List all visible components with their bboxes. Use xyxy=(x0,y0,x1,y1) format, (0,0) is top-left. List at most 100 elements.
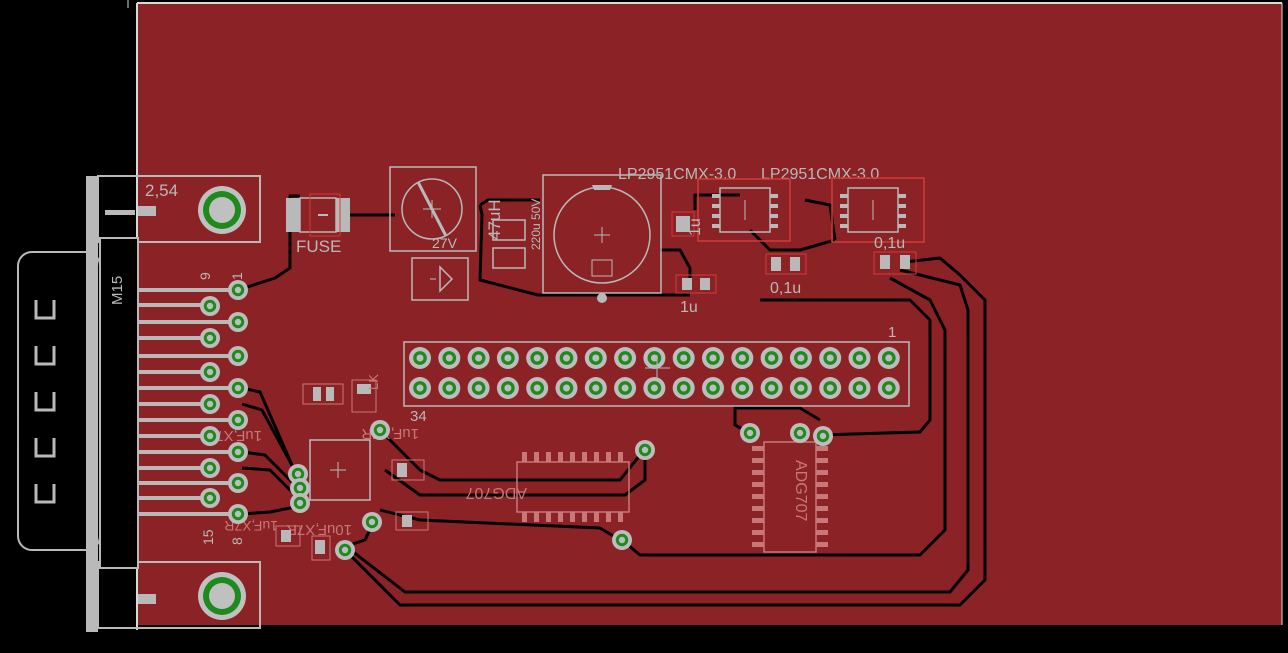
mount-hole-bottom xyxy=(198,572,246,620)
header-pin-top-5[interactable] xyxy=(526,347,549,369)
connector-pad-14[interactable] xyxy=(200,488,220,508)
cap-01u-b-label: 0,1u xyxy=(874,235,905,252)
cap-1uf-x7r-label: 1uF,X7R xyxy=(361,425,419,442)
db15-connector[interactable]: M15 xyxy=(17,175,261,632)
connector-pad-15[interactable] xyxy=(228,504,248,524)
header-pin-top-16[interactable] xyxy=(848,347,871,369)
connector-pad-8[interactable] xyxy=(200,394,220,414)
mux-chip-1[interactable]: ADG707 xyxy=(466,452,630,522)
header-pin-top-3[interactable] xyxy=(467,347,490,369)
cap-01u-a[interactable]: 0,1u xyxy=(765,253,807,297)
header-pin-top-15[interactable] xyxy=(819,347,842,369)
header-pin-top-2[interactable] xyxy=(438,347,461,369)
header-outline xyxy=(403,341,910,407)
via-10[interactable] xyxy=(790,423,810,443)
via-9[interactable] xyxy=(740,423,760,443)
connector-pad-12[interactable] xyxy=(200,458,220,478)
regulator-1-label: LP2951CMX-3.0 xyxy=(618,166,736,183)
header-pin-top-11[interactable] xyxy=(702,347,724,369)
tvs-diode[interactable]: 27V xyxy=(389,166,477,252)
tvs-voltage-label: 27V xyxy=(432,235,458,251)
via-3[interactable] xyxy=(290,478,310,498)
header-pin-top-17[interactable] xyxy=(877,347,900,369)
header-pin-top-1[interactable] xyxy=(409,347,431,369)
socket-3 xyxy=(34,392,56,412)
inductor[interactable]: 47uH xyxy=(485,199,526,269)
via-8[interactable] xyxy=(612,530,632,550)
header-pin-top-7[interactable] xyxy=(584,347,607,369)
header-pin-bottom-1[interactable] xyxy=(409,377,431,399)
copper-traces xyxy=(237,193,987,607)
qfn-chip[interactable] xyxy=(309,439,371,501)
cap-10uf-x7r[interactable]: 10uF,X7R xyxy=(286,511,429,538)
rectifier-diode[interactable] xyxy=(411,257,469,301)
connector-pad-7[interactable] xyxy=(228,378,248,398)
cap-01u-b[interactable]: 0,1u xyxy=(873,235,917,275)
cap-lk-label: LK xyxy=(366,374,381,390)
mount-hole-top xyxy=(198,186,246,234)
header-pin-bottom-6[interactable] xyxy=(555,377,578,399)
header-pin-bottom-8[interactable] xyxy=(614,377,637,399)
socket-5 xyxy=(34,484,56,504)
header-pin-top-6[interactable] xyxy=(555,347,578,369)
electrolytic-capacitor[interactable] xyxy=(542,174,662,303)
header-pin-bottom-3[interactable] xyxy=(467,377,490,399)
header-pin-bottom-17[interactable] xyxy=(877,377,900,399)
connector-pad-6[interactable] xyxy=(200,362,220,382)
header-pin-top-8[interactable] xyxy=(614,347,637,369)
header-pin-bottom-7[interactable] xyxy=(584,377,607,399)
connector-pad-2[interactable] xyxy=(200,296,220,316)
connector-pin-15-label: 15 xyxy=(200,529,216,545)
cap-10uf-x7r-label: 10uF,X7R xyxy=(286,521,352,538)
header-pin-top-9[interactable] xyxy=(643,347,666,369)
pad-group xyxy=(200,280,833,560)
header-34-pin[interactable]: 1 34 xyxy=(403,324,910,425)
connector-pad-9[interactable] xyxy=(228,410,248,430)
mux-chip-2[interactable]: ADG707 xyxy=(752,441,828,553)
header-pin-top-12[interactable] xyxy=(731,347,754,369)
connector-pad-1[interactable] xyxy=(228,280,248,300)
header-pin-bottom-2[interactable] xyxy=(438,377,461,399)
header-pin-top-13[interactable] xyxy=(760,347,783,369)
connector-ear-bottom xyxy=(97,561,261,629)
header-pin-group xyxy=(409,347,900,399)
fuse[interactable]: FUSE xyxy=(286,193,350,256)
cap-1u-a-label: 1u xyxy=(687,218,704,236)
cap-lk[interactable]: LK xyxy=(351,374,381,413)
header-pin-bottom-15[interactable] xyxy=(819,377,842,399)
header-pin-bottom-10[interactable] xyxy=(672,377,695,399)
header-pin-top-14[interactable] xyxy=(789,347,812,369)
regulator-1[interactable] xyxy=(697,178,791,242)
header-pin-bottom-12[interactable] xyxy=(731,377,754,399)
connector-pad-10[interactable] xyxy=(200,426,220,446)
via-4[interactable] xyxy=(290,493,310,513)
cap-1u-b[interactable]: 1u xyxy=(675,274,717,316)
connector-pad-5[interactable] xyxy=(228,346,248,366)
header-pin-bottom-14[interactable] xyxy=(789,377,812,399)
via-6[interactable] xyxy=(335,540,355,560)
header-pin-top-10[interactable] xyxy=(672,347,695,369)
header-pin-top-4[interactable] xyxy=(496,347,519,369)
header-pin-bottom-16[interactable] xyxy=(848,377,871,399)
via-5[interactable] xyxy=(362,512,382,532)
connector-pad-13[interactable] xyxy=(228,473,248,493)
socket-2 xyxy=(34,346,56,366)
header-pin-bottom-13[interactable] xyxy=(760,377,783,399)
mux-2-label: ADG707 xyxy=(792,460,809,521)
connector-leads xyxy=(138,288,235,516)
via-1[interactable] xyxy=(370,420,390,440)
header-pin-bottom-4[interactable] xyxy=(496,377,519,399)
header-pin-bottom-9[interactable] xyxy=(643,377,666,399)
connector-pad-11[interactable] xyxy=(228,442,248,462)
connector-pad-4[interactable] xyxy=(200,328,220,348)
header-pin-bottom-5[interactable] xyxy=(526,377,549,399)
cap-1u-b-label: 1u xyxy=(680,299,698,316)
inductor-label: 47uH xyxy=(485,199,504,240)
header-pin-bottom-11[interactable] xyxy=(702,377,724,399)
via-11[interactable] xyxy=(813,426,833,446)
via-7[interactable] xyxy=(635,440,655,460)
cap-1u-a[interactable]: 1u xyxy=(671,211,704,237)
regulator-2[interactable] xyxy=(831,177,925,243)
connector-pad-3[interactable] xyxy=(228,312,248,332)
connector-ear-top xyxy=(97,175,261,243)
